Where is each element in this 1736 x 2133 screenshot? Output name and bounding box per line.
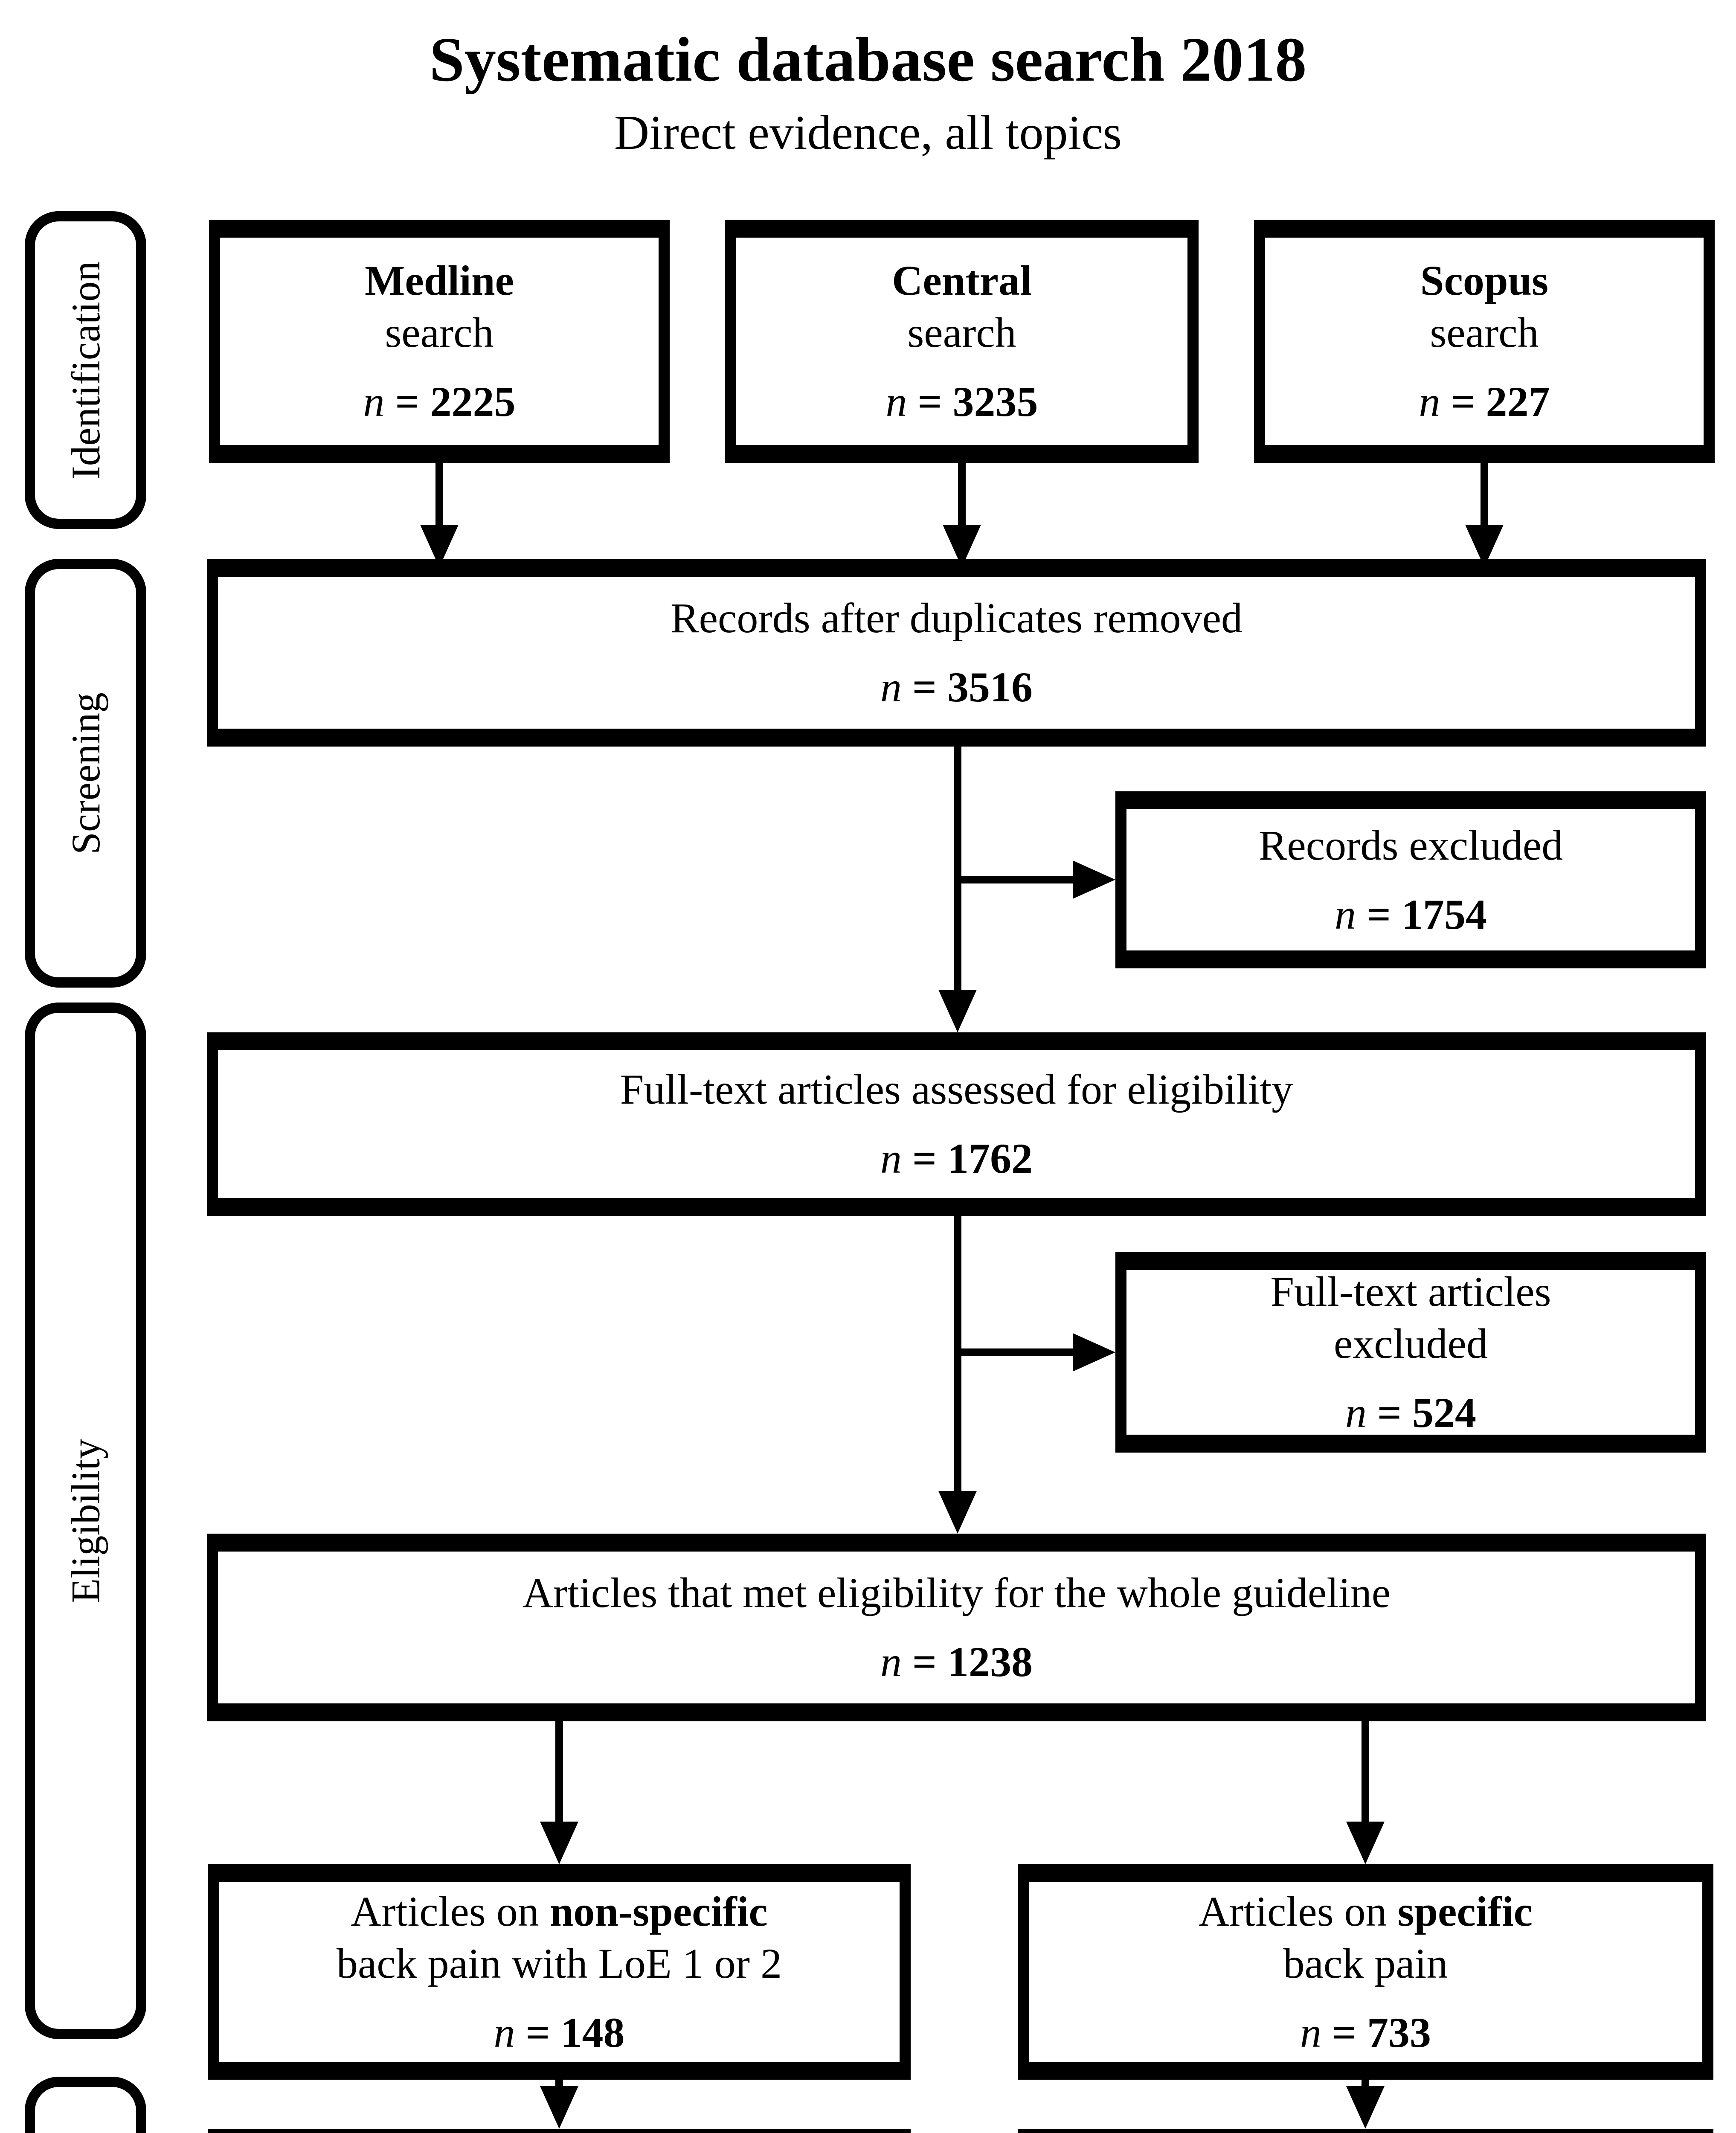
- box-nonspecific-back-pain: Articles on non-specific back pain with …: [208, 1864, 911, 2080]
- stage-eligibility: Eligibility: [25, 1003, 146, 2039]
- box-text: Scopus: [1420, 257, 1549, 304]
- n-value: n = 3235: [885, 378, 1038, 425]
- box-fulltext-excluded: Full-text articles excluded n = 524: [1115, 1252, 1706, 1453]
- box-records-after-duplicates: Records after duplicates removed n = 351…: [207, 559, 1706, 747]
- box-qualitative-analysis: Articles included in qualitative analysi…: [1018, 2129, 1713, 2133]
- stage-screening: Screening: [25, 559, 146, 988]
- box-text: Articles on specific: [1198, 1887, 1533, 1935]
- box-text: excluded: [1334, 1320, 1488, 1367]
- box-scopus-search: Scopus search n = 227: [1254, 220, 1715, 463]
- n-value: n = 2225: [363, 378, 516, 425]
- box-fulltext-assessed: Full-text articles assessed for eligibil…: [207, 1032, 1706, 1216]
- n-value: n = 1238: [880, 1638, 1033, 1685]
- stage-label: Screening: [63, 692, 108, 854]
- box-met-eligibility: Articles that met eligibility for the wh…: [207, 1534, 1706, 1721]
- page-title: Systematic database search 2018: [429, 25, 1307, 95]
- box-text: back pain: [1283, 1939, 1448, 1987]
- n-value: n = 1762: [880, 1135, 1033, 1182]
- n-value: n = 148: [494, 2008, 625, 2056]
- box-text: Full-text articles: [1270, 1268, 1551, 1315]
- n-value: n = 3516: [880, 663, 1033, 711]
- box-risk-factors: Articles on risk factors, prognosis and …: [208, 2129, 911, 2133]
- box-text: Records after duplicates removed: [670, 594, 1243, 642]
- n-value: n = 227: [1419, 378, 1550, 425]
- box-text: Central: [892, 257, 1032, 304]
- box-text: search: [907, 309, 1016, 356]
- box-text: Articles on non-specific: [351, 1887, 768, 1935]
- box-text: search: [1430, 309, 1539, 356]
- stage-included: Included: [25, 2077, 146, 2133]
- n-value: n = 524: [1345, 1389, 1476, 1436]
- stage-label: Eligibility: [63, 1438, 108, 1603]
- box-text: back pain with LoE 1 or 2: [336, 1939, 782, 1987]
- box-text: Medline: [365, 257, 514, 304]
- n-value: n = 1754: [1335, 890, 1487, 938]
- box-text: search: [385, 309, 494, 356]
- box-text: Articles that met eligibility for the wh…: [522, 1569, 1391, 1616]
- box-specific-back-pain: Articles on specific back pain n = 733: [1018, 1864, 1713, 2080]
- box-text: Records excluded: [1258, 821, 1563, 869]
- page-subtitle: Direct evidence, all topics: [614, 105, 1122, 160]
- stage-identification: Identification: [25, 211, 146, 529]
- box-records-excluded: Records excluded n = 1754: [1115, 791, 1706, 968]
- box-text: Full-text articles assessed for eligibil…: [620, 1066, 1293, 1113]
- box-medline-search: Medline search n = 2225: [209, 220, 670, 463]
- stage-label: Identification: [63, 261, 108, 479]
- n-value: n = 733: [1300, 2008, 1431, 2056]
- box-central-search: Central search n = 3235: [725, 220, 1199, 463]
